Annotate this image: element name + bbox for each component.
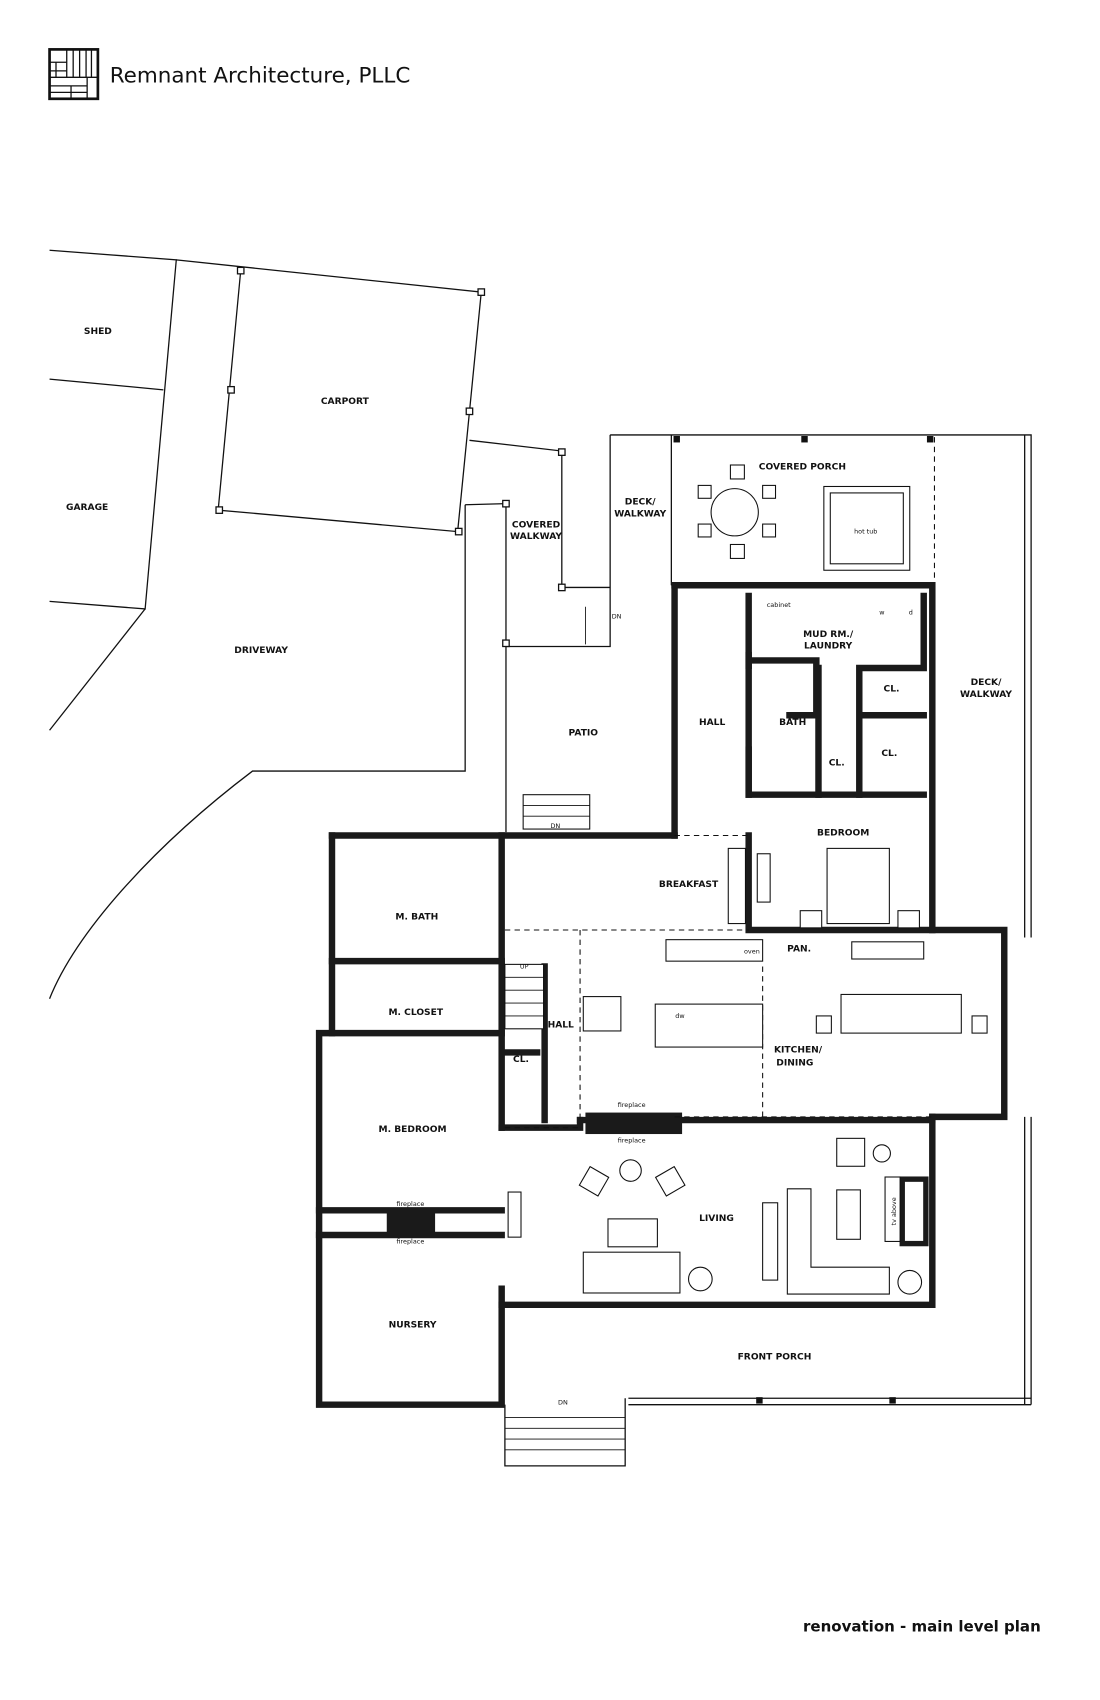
label-dryer: d bbox=[909, 608, 913, 616]
fixture-labels: hot tub cabinet w d dw oven fireplace fi… bbox=[396, 528, 912, 1407]
label-front-porch: FRONT PORCH bbox=[738, 1353, 812, 1363]
label-stair-down: DN bbox=[612, 613, 622, 621]
label-shed: SHED bbox=[84, 327, 112, 337]
label-mud-room: MUD RM./ bbox=[803, 630, 854, 640]
room-labels: SHED GARAGE CARPORT DRIVEWAY COVERED WAL… bbox=[66, 327, 1012, 1363]
company-name: Remnant Architecture, PLLC bbox=[110, 64, 411, 89]
label-m-bath: M. BATH bbox=[395, 912, 438, 922]
label-oven: oven bbox=[744, 948, 760, 956]
label-closet: CL. bbox=[884, 685, 900, 695]
label-fireplace: fireplace bbox=[396, 1200, 424, 1208]
label-deck-walkway-east-2: WALKWAY bbox=[960, 690, 1012, 700]
label-stair-down: DN bbox=[558, 1399, 568, 1407]
label-dining: DINING bbox=[776, 1058, 813, 1068]
label-covered-walkway-2: WALKWAY bbox=[510, 532, 562, 542]
label-deck-walkway-west: DECK/ bbox=[625, 498, 657, 508]
label-tv-above: tv above bbox=[890, 1197, 898, 1225]
label-stair-up: UP bbox=[520, 963, 529, 971]
label-laundry: LAUNDRY bbox=[804, 642, 853, 652]
label-kitchen: KITCHEN/ bbox=[774, 1045, 823, 1055]
label-driveway: DRIVEWAY bbox=[234, 646, 288, 656]
label-patio: PATIO bbox=[569, 729, 599, 739]
label-living: LIVING bbox=[699, 1214, 734, 1224]
label-hall-north: HALL bbox=[699, 718, 725, 728]
label-hall-center: HALL bbox=[548, 1021, 574, 1031]
label-deck-walkway-west-2: WALKWAY bbox=[614, 510, 666, 520]
label-m-bedroom: M. BEDROOM bbox=[379, 1125, 447, 1135]
label-pantry: PAN. bbox=[787, 944, 811, 954]
posts bbox=[215, 266, 934, 1404]
label-covered-porch: COVERED PORCH bbox=[759, 462, 846, 472]
label-closet: CL. bbox=[513, 1055, 529, 1065]
label-closet: CL. bbox=[881, 749, 897, 759]
label-fireplace: fireplace bbox=[618, 1137, 646, 1145]
company-logo bbox=[48, 48, 100, 101]
label-cabinet: cabinet bbox=[767, 601, 791, 609]
label-stair-down: DN bbox=[550, 822, 560, 830]
label-covered-walkway: COVERED bbox=[512, 520, 561, 530]
furniture bbox=[504, 464, 988, 1451]
label-carport: CARPORT bbox=[321, 397, 370, 407]
label-m-closet: M. CLOSET bbox=[388, 1008, 443, 1018]
label-breakfast: BREAKFAST bbox=[659, 880, 719, 890]
label-washer: w bbox=[879, 608, 884, 616]
label-deck-walkway-east: DECK/ bbox=[971, 678, 1003, 688]
plan-caption: renovation - main level plan bbox=[803, 1617, 1041, 1635]
walls bbox=[315, 582, 1008, 1408]
label-bath: BATH bbox=[779, 718, 806, 728]
label-fireplace: fireplace bbox=[396, 1238, 424, 1246]
label-bedroom: BEDROOM bbox=[817, 829, 869, 839]
label-garage: GARAGE bbox=[66, 503, 108, 513]
label-dishwasher: dw bbox=[675, 1012, 684, 1020]
label-hot-tub: hot tub bbox=[854, 528, 877, 536]
label-closet: CL. bbox=[829, 759, 845, 769]
label-nursery: NURSERY bbox=[389, 1320, 437, 1330]
label-fireplace: fireplace bbox=[618, 1101, 646, 1109]
